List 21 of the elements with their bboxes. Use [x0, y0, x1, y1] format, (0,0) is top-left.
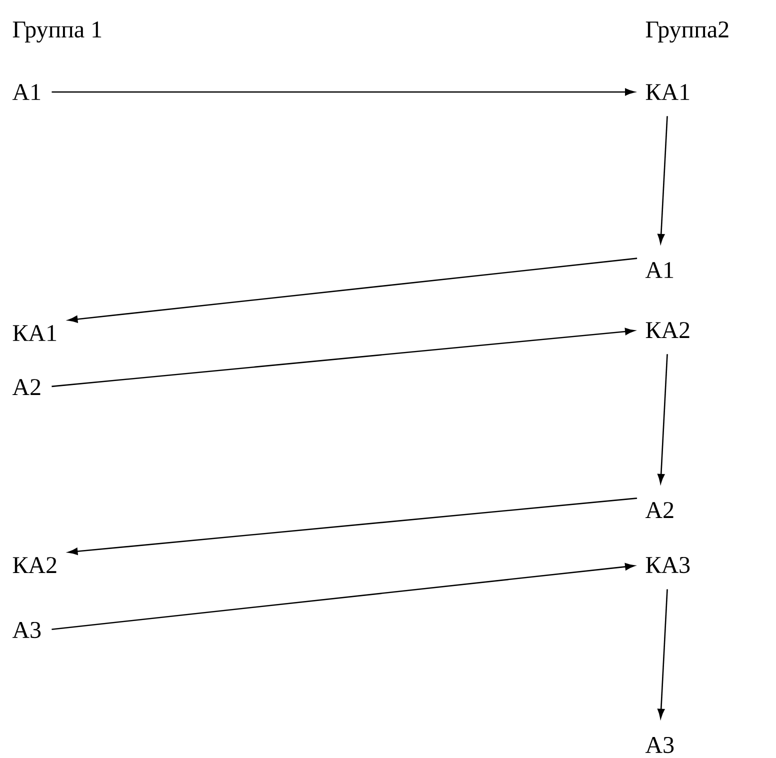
arrow — [658, 589, 668, 718]
node-label: КА1 — [12, 325, 56, 341]
node-label: А2 — [12, 379, 40, 395]
node-label: А3 — [12, 622, 41, 638]
node-label: КА3 — [646, 556, 690, 574]
node-label: А3 — [645, 736, 674, 754]
arrow — [68, 498, 638, 555]
arrow — [68, 258, 638, 323]
arrow — [52, 88, 635, 96]
node-label: КА2 — [12, 557, 56, 573]
node-label: КА2 — [646, 322, 690, 338]
group-heading: Группа 1 — [12, 22, 102, 42]
arrow — [658, 354, 668, 484]
node-label: А1 — [645, 262, 674, 278]
node-label: КА1 — [646, 84, 690, 100]
group-heading: Группа2 — [646, 21, 728, 43]
arrow — [52, 328, 635, 388]
arrow — [52, 563, 635, 630]
node-label: А1 — [12, 84, 40, 100]
arrow — [658, 116, 668, 244]
node-label: А2 — [645, 502, 674, 518]
